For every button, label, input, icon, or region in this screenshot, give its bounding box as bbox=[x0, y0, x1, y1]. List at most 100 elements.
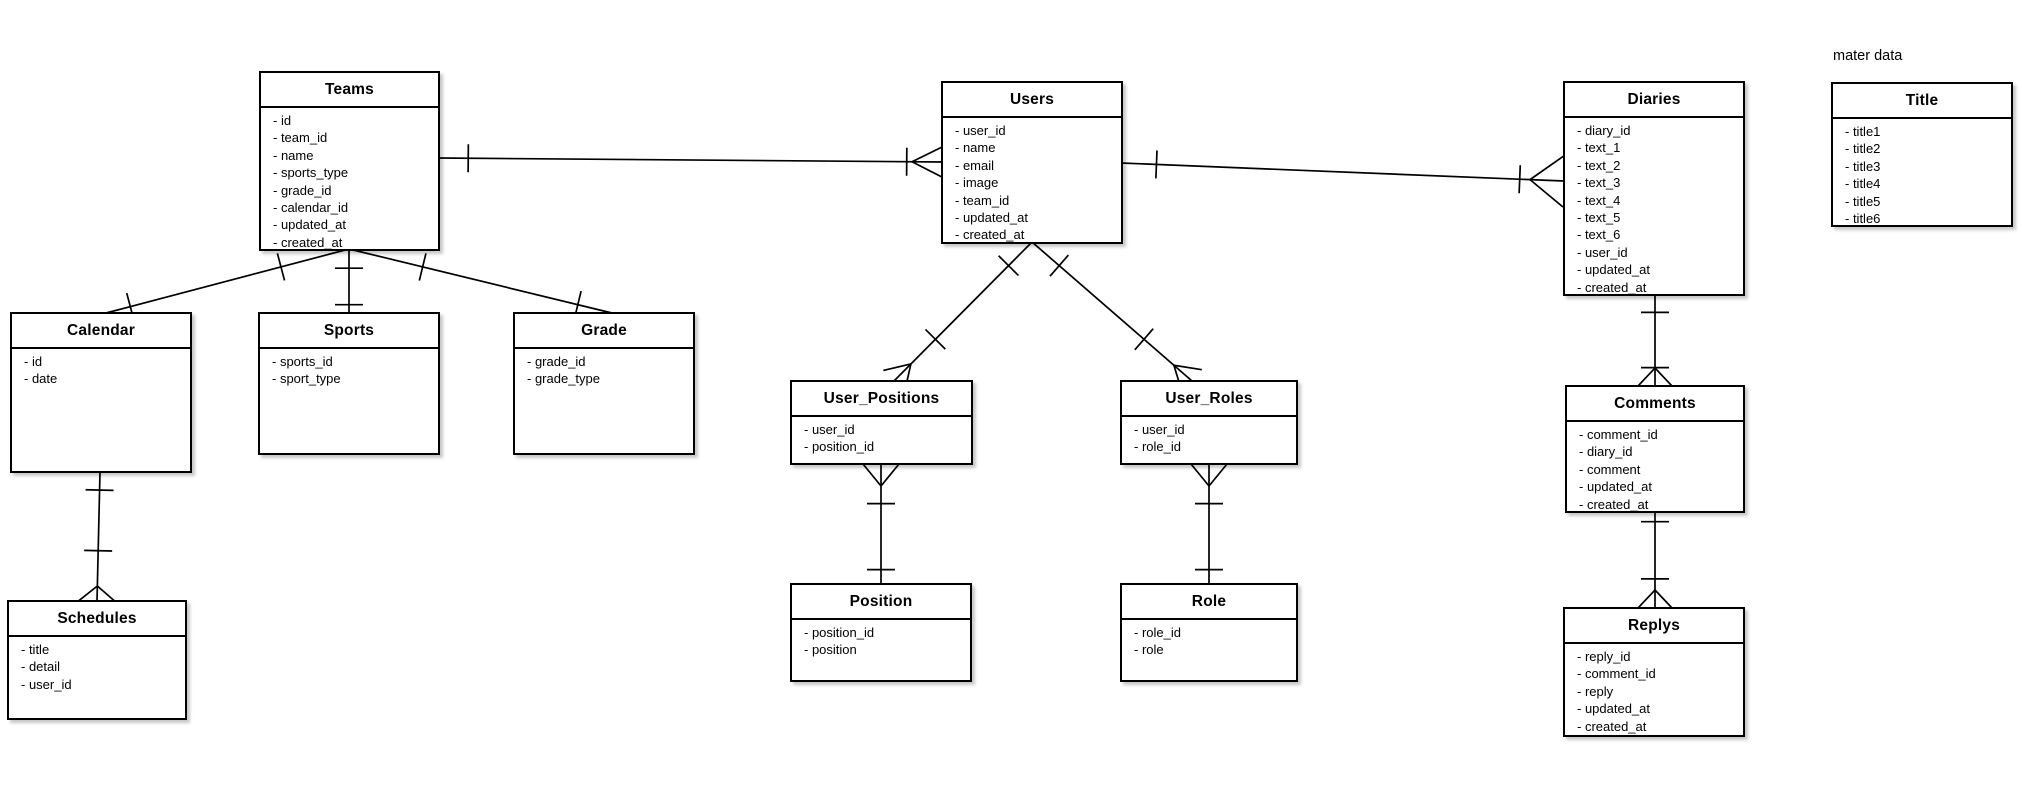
entity-field: - updated_at bbox=[1577, 262, 1651, 278]
entity-field-list: - title1- title2- title3- title4- title5… bbox=[1833, 119, 2011, 227]
entity-grade: Grade - grade_id - grade_type bbox=[513, 312, 695, 455]
entity-field: - grade_id bbox=[527, 354, 586, 369]
entity-field: - text_3 bbox=[1577, 175, 1621, 191]
entity-field: - user_id bbox=[21, 676, 72, 692]
entity-field: - user_id bbox=[1577, 244, 1628, 260]
entity-field: - image bbox=[955, 175, 999, 191]
entity-field: - calendar_id bbox=[273, 200, 349, 216]
entity-field-list: - title - detail- user_id bbox=[9, 637, 185, 693]
entity-field: - diary_id bbox=[1579, 444, 1633, 460]
relationship-comments-replys bbox=[1637, 511, 1673, 609]
entity-field-list: - user_id- name- email- image- team_id- … bbox=[943, 118, 1121, 243]
entity-title: Calendar bbox=[12, 314, 190, 349]
entity-field: - user_id bbox=[1134, 422, 1185, 437]
entity-field-list: - diary_id- text_1- text_2- text_3- text… bbox=[1565, 118, 1743, 295]
entity-field-list: - sports_id - sport_type bbox=[260, 349, 438, 388]
entity-field: - text_5 bbox=[1577, 210, 1621, 226]
entity-field: - grade_id bbox=[273, 182, 332, 198]
entity-field: - user_id bbox=[804, 422, 855, 437]
entity-field-list: - id - date bbox=[12, 349, 190, 388]
entity-field: - role_id bbox=[1134, 625, 1181, 640]
entity-field: - diary_id bbox=[1577, 123, 1631, 138]
entity-field: - title4 bbox=[1845, 176, 1881, 192]
entity-field: - title bbox=[21, 642, 50, 657]
entity-field: - position bbox=[804, 642, 857, 658]
entity-field: - position_id bbox=[804, 439, 875, 455]
entity-teams: Teams - id - team_id- name - sports_type- g… bbox=[259, 71, 440, 251]
entity-field: - id bbox=[273, 113, 292, 128]
entity-field: - grade_type bbox=[527, 371, 600, 387]
entity-field: - id bbox=[24, 354, 43, 369]
entity-field: - name bbox=[955, 140, 996, 156]
entity-diaries: Diaries- diary_id- text_1- text_2- text_… bbox=[1563, 81, 1745, 296]
entity-field: - text_4 bbox=[1577, 192, 1621, 208]
entity-field: - text_1 bbox=[1577, 140, 1621, 156]
entity-role: Role - role_id - role bbox=[1120, 583, 1298, 682]
entity-field: - title3 bbox=[1845, 158, 1881, 174]
entity-title: Users bbox=[943, 83, 1121, 118]
entity-comments: Comments- comment_id- diary_id- comment-… bbox=[1565, 385, 1745, 513]
entity-calendar: Calendar - id - date bbox=[10, 312, 192, 473]
entity-field: - name bbox=[273, 147, 314, 163]
entity-users: Users- user_id- name- email- image- team… bbox=[941, 81, 1123, 244]
entity-field: - detail bbox=[21, 659, 61, 675]
entity-title: User_Positions bbox=[792, 382, 971, 417]
entity-replys: Replys - reply_id - comment_id- reply - upd… bbox=[1563, 607, 1745, 737]
entity-user_roles: User_Roles- user_id- role_id bbox=[1120, 380, 1298, 465]
relationship-user_positions-position bbox=[862, 463, 900, 584]
entity-field: - text_6 bbox=[1577, 227, 1621, 243]
relationship-calendar-schedules bbox=[78, 471, 116, 603]
entity-sports: Sports - sports_id - sport_type bbox=[258, 312, 440, 455]
entity-title: Schedules bbox=[9, 602, 185, 637]
entity-field: - updated_at bbox=[1579, 479, 1653, 495]
entity-field: - user_id bbox=[955, 123, 1006, 138]
mater-data-label: mater data bbox=[1833, 48, 1903, 64]
entity-field: - updated_at bbox=[1577, 701, 1651, 717]
entity-field: - sport_type bbox=[272, 371, 341, 387]
relationship-teams-users bbox=[437, 144, 943, 178]
entity-title: Comments bbox=[1567, 387, 1743, 422]
entity-field-list: - grade_id - grade_type bbox=[515, 349, 693, 388]
entity-title: Sports bbox=[260, 314, 438, 349]
entity-field: - position_id bbox=[804, 625, 875, 640]
entity-field: - sports_id bbox=[272, 354, 333, 369]
entity-schedules: Schedules - title - detail- user_id bbox=[7, 600, 187, 720]
entity-title: Teams bbox=[261, 73, 438, 108]
entity-field-list: - id - team_id- name - sports_type- grade_… bbox=[261, 108, 438, 250]
entity-field: - created_at bbox=[273, 234, 343, 250]
entity-field: - reply_id bbox=[1577, 649, 1631, 664]
relationship-teams-sports bbox=[335, 249, 363, 313]
entity-field: - reply bbox=[1577, 683, 1614, 699]
entity-field-list: - position_id - position bbox=[792, 620, 970, 659]
entity-field: - updated_at bbox=[273, 217, 347, 233]
relationship-teams-calendar bbox=[105, 248, 350, 321]
entity-title: Replys bbox=[1565, 609, 1743, 644]
entity-position: Position- position_id- position bbox=[790, 583, 972, 682]
entity-field: - date bbox=[24, 371, 58, 387]
entity-field: - role bbox=[1134, 642, 1164, 658]
entity-field: - title5 bbox=[1845, 193, 1881, 209]
entity-field: - comment_id bbox=[1577, 666, 1656, 682]
entity-field: - team_id bbox=[955, 192, 1010, 208]
entity-field-list: - user_id - position_id bbox=[792, 417, 971, 456]
entity-field: - created_at bbox=[955, 227, 1025, 243]
entity-field: - text_2 bbox=[1577, 157, 1621, 173]
entity-field: - comment_id bbox=[1579, 427, 1658, 442]
entity-title: Role bbox=[1122, 585, 1296, 620]
entity-field-list: - comment_id - diary_id- comment - updated… bbox=[1567, 422, 1743, 511]
relationship-users-user_roles bbox=[1031, 241, 1202, 393]
entity-field: - title6 bbox=[1845, 211, 1881, 227]
entity-field: - created_at bbox=[1577, 718, 1647, 734]
entity-user_positions: User_Positions - user_id - position_id bbox=[790, 380, 973, 465]
entity-field: - created_at bbox=[1577, 279, 1647, 295]
entity-title: Title bbox=[1833, 84, 2011, 119]
entity-title: Grade bbox=[515, 314, 693, 349]
entity-field: - role_id bbox=[1134, 439, 1181, 455]
relationship-teams-grade bbox=[348, 248, 613, 319]
entity-field: - title1 bbox=[1845, 124, 1881, 139]
entity-field: - comment bbox=[1579, 461, 1641, 477]
entity-field: - sports_type bbox=[273, 165, 349, 181]
entity-field: - team_id bbox=[273, 130, 328, 146]
relationship-users-diaries bbox=[1120, 150, 1566, 208]
